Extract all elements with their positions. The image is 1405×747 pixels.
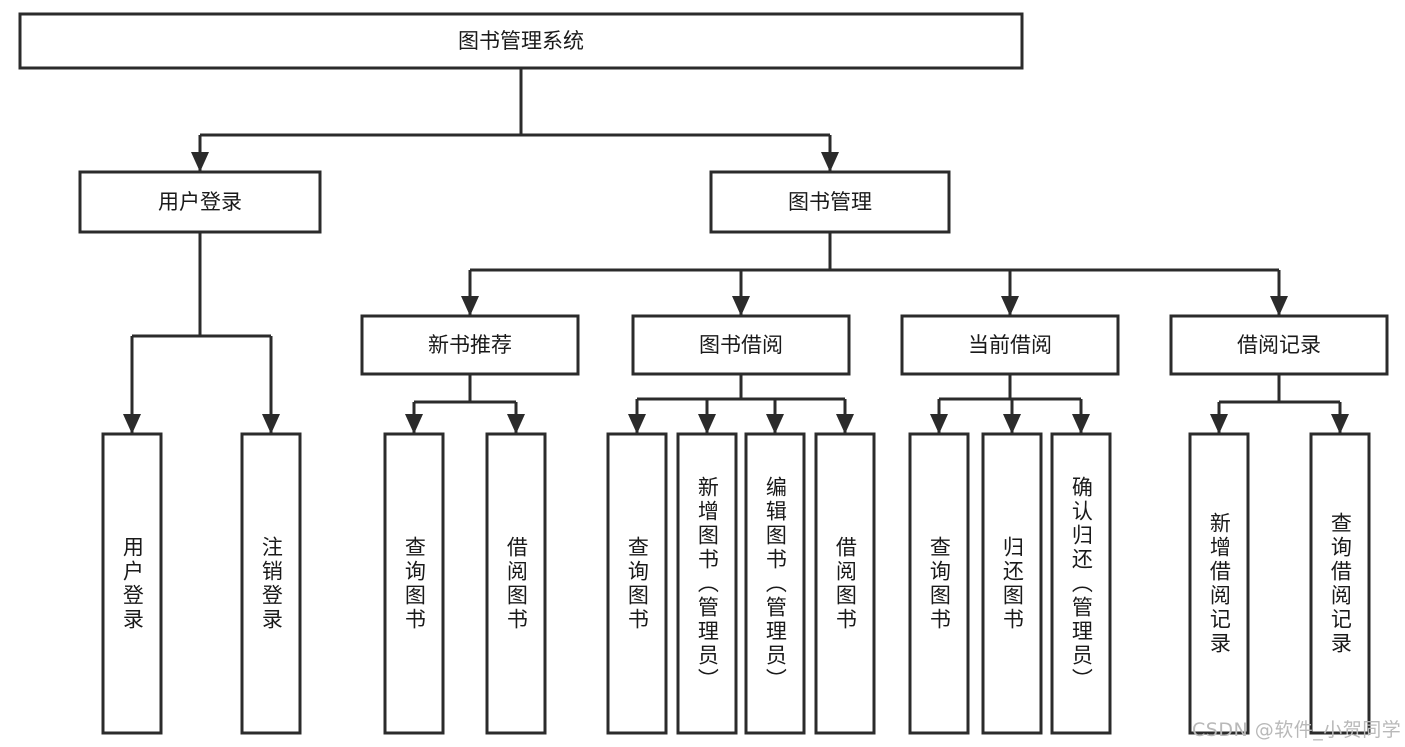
arrow-head-icon [1001,296,1019,316]
arrow-head-icon [836,414,854,434]
arrow-head-icon [405,414,423,434]
arrow-head-icon [628,414,646,434]
node-box-book-manage[interactable] [709,170,951,234]
node-box-borrow-record[interactable] [1169,314,1389,376]
arrow-head-icon [507,414,525,434]
arrow-head-icon [1003,414,1021,434]
node-box-leaf-borrow-book[interactable] [814,432,876,735]
arrow-head-icon [821,152,839,172]
node-box-leaf-query-book-cur[interactable] [908,432,970,735]
node-box-leaf-add-record[interactable] [1188,432,1250,735]
node-boxes-layer [18,12,1389,735]
arrow-head-icon [698,414,716,434]
connectors-layer [123,68,1349,434]
node-box-root[interactable] [18,12,1024,70]
arrow-head-icon [766,414,784,434]
node-box-leaf-return-book[interactable] [981,432,1043,735]
node-label-book-borrow: 图书借阅 [699,333,783,357]
node-label-current-borrow: 当前借阅 [968,333,1052,357]
arrow-head-icon [1331,414,1349,434]
node-box-current-borrow[interactable] [900,314,1120,376]
node-box-leaf-query-record[interactable] [1309,432,1371,735]
arrow-head-icon [732,296,750,316]
arrow-head-icon [1072,414,1090,434]
node-label-user-login: 用户登录 [158,190,242,214]
node-box-leaf-query-book-rec[interactable] [383,432,445,735]
arrow-head-icon [1210,414,1228,434]
node-box-leaf-edit-book[interactable] [744,432,806,735]
arrow-head-icon [930,414,948,434]
node-box-new-book-rec[interactable] [360,314,580,376]
arrow-head-icon [262,414,280,434]
watermark-text: CSDN @软件_小贺同学 [1192,719,1402,741]
node-box-leaf-borrow-book-rec[interactable] [485,432,547,735]
arrow-head-icon [123,414,141,434]
node-box-leaf-confirm-return[interactable] [1050,432,1112,735]
node-box-user-login[interactable] [78,170,322,234]
arrow-head-icon [461,296,479,316]
arrow-head-icon [191,152,209,172]
node-label-book-manage: 图书管理 [788,190,872,214]
node-box-leaf-user-login[interactable] [101,432,163,735]
node-box-book-borrow[interactable] [631,314,851,376]
node-box-leaf-query-book[interactable] [606,432,668,735]
node-label-borrow-record: 借阅记录 [1237,333,1321,357]
node-box-leaf-add-book[interactable] [676,432,738,735]
node-box-leaf-logout[interactable] [240,432,302,735]
node-label-root: 图书管理系统 [458,29,584,53]
node-label-new-book-rec: 新书推荐 [428,333,512,357]
arrow-head-icon [1270,296,1288,316]
